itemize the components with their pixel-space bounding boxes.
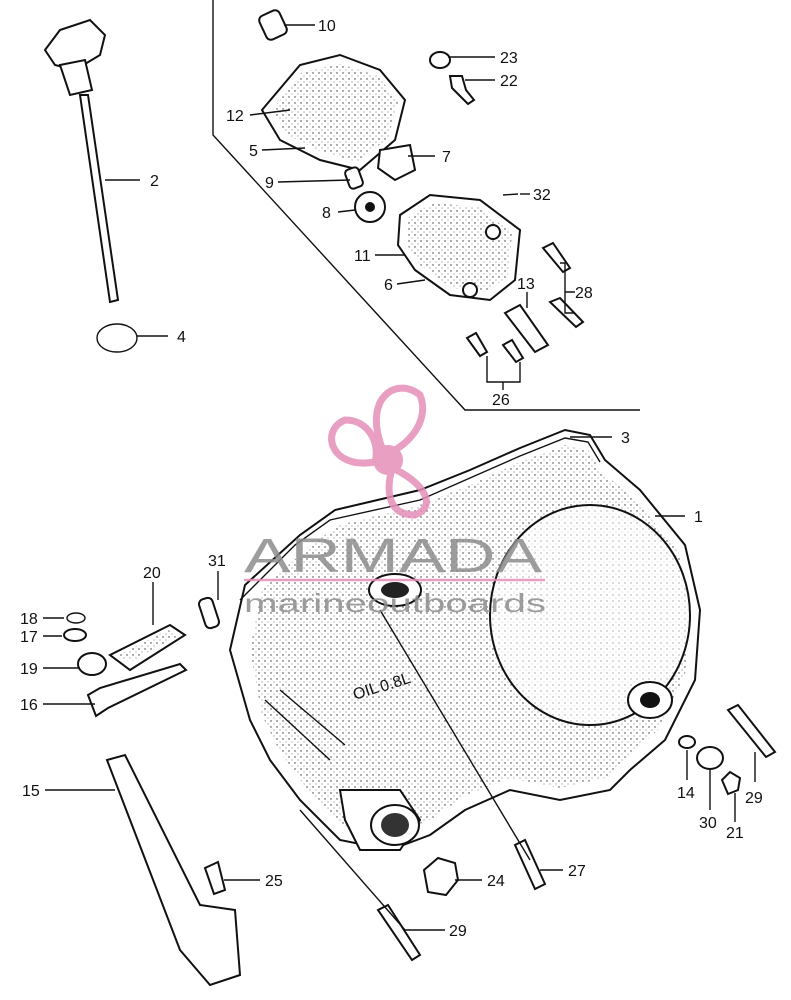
screw-26-b-part bbox=[501, 338, 525, 364]
callout-label-27: 27 bbox=[568, 863, 586, 880]
callout-label-5: 5 bbox=[249, 143, 258, 160]
callout-label-1: 1 bbox=[694, 509, 703, 526]
callout-label-12: 12 bbox=[226, 108, 244, 125]
callout-label-14: 14 bbox=[677, 785, 695, 802]
washer-18-part bbox=[66, 612, 86, 624]
callout-labels: 1 2 3 4 5 6 7 8 9 10 11 12 13 14 15 16 1… bbox=[20, 18, 763, 940]
oil-pump-cover-part bbox=[396, 193, 522, 302]
subassembly-boundary-line bbox=[212, 0, 640, 411]
callout-label-26: 26 bbox=[492, 392, 510, 409]
callout-label-4: 4 bbox=[177, 329, 186, 346]
callout-label-18: 18 bbox=[20, 611, 38, 628]
callout-label-29-right: 29 bbox=[745, 790, 763, 807]
callout-label-7: 7 bbox=[442, 149, 451, 166]
propeller-icon bbox=[328, 384, 430, 519]
washer-23-part bbox=[429, 51, 451, 69]
watermark-tagline: marineoutboards bbox=[244, 588, 546, 618]
nut-24-part bbox=[422, 856, 460, 897]
oil-pump-body-part bbox=[260, 53, 407, 172]
kick-starter-arm-part bbox=[105, 753, 242, 987]
callout-label-6: 6 bbox=[384, 277, 393, 294]
pump-gear-part bbox=[354, 191, 386, 223]
bolt-29-bottom-part bbox=[376, 903, 422, 962]
pin-32-part bbox=[502, 193, 519, 196]
callout-label-3: 3 bbox=[621, 430, 630, 447]
dipstick-o-ring-part bbox=[96, 323, 138, 353]
dowel-31-part bbox=[198, 596, 220, 630]
bolt-27-part bbox=[513, 838, 547, 891]
callout-label-23: 23 bbox=[500, 50, 518, 67]
callout-label-31: 31 bbox=[208, 553, 226, 570]
watermark-brand: ARMADA bbox=[244, 530, 542, 583]
callout-label-2: 2 bbox=[150, 173, 159, 190]
callout-label-28: 28 bbox=[575, 285, 593, 302]
pump-drive-part bbox=[376, 143, 417, 182]
armada-watermark: ARMADA marineoutboards bbox=[244, 384, 546, 618]
screw-26-a-part bbox=[465, 331, 489, 358]
washer-14-part bbox=[678, 735, 696, 749]
washer-30-part bbox=[696, 746, 724, 770]
crankcase-cover-part: OIL 0.8L bbox=[228, 428, 702, 852]
callout-label-30: 30 bbox=[699, 815, 717, 832]
bolt-25-part bbox=[203, 860, 227, 896]
stud-13-part bbox=[503, 303, 550, 354]
callout-label-19: 19 bbox=[20, 661, 38, 678]
washer-17-part bbox=[63, 628, 87, 642]
callout-label-10: 10 bbox=[318, 18, 336, 35]
bolt-28-a-part bbox=[541, 241, 572, 274]
callout-label-8: 8 bbox=[322, 205, 331, 222]
callout-label-13: 13 bbox=[517, 276, 535, 293]
bolt-29-right-part bbox=[726, 703, 777, 759]
callout-label-32: 32 bbox=[533, 187, 551, 204]
callout-label-29-bottom: 29 bbox=[449, 923, 467, 940]
seal-19-part bbox=[77, 652, 107, 676]
callout-label-25: 25 bbox=[265, 873, 283, 890]
callout-label-24: 24 bbox=[487, 873, 505, 890]
nut-21-part bbox=[720, 770, 742, 796]
collar-10-part bbox=[258, 9, 288, 41]
callout-label-9: 9 bbox=[265, 175, 274, 192]
callout-label-11: 11 bbox=[354, 248, 371, 265]
callout-label-15: 15 bbox=[22, 783, 40, 800]
rubber-boot-part bbox=[108, 623, 187, 672]
callout-label-20: 20 bbox=[143, 565, 161, 582]
leader-lines bbox=[43, 24, 756, 931]
oil-dipstick-part bbox=[43, 18, 120, 304]
cover-gasket-part bbox=[239, 437, 601, 601]
callout-label-16: 16 bbox=[20, 697, 38, 714]
callout-label-22: 22 bbox=[500, 73, 518, 90]
callout-label-21: 21 bbox=[726, 825, 744, 842]
lever-arm-part bbox=[86, 662, 188, 718]
bolt-22-part bbox=[448, 75, 476, 106]
callout-label-17: 17 bbox=[20, 629, 38, 646]
